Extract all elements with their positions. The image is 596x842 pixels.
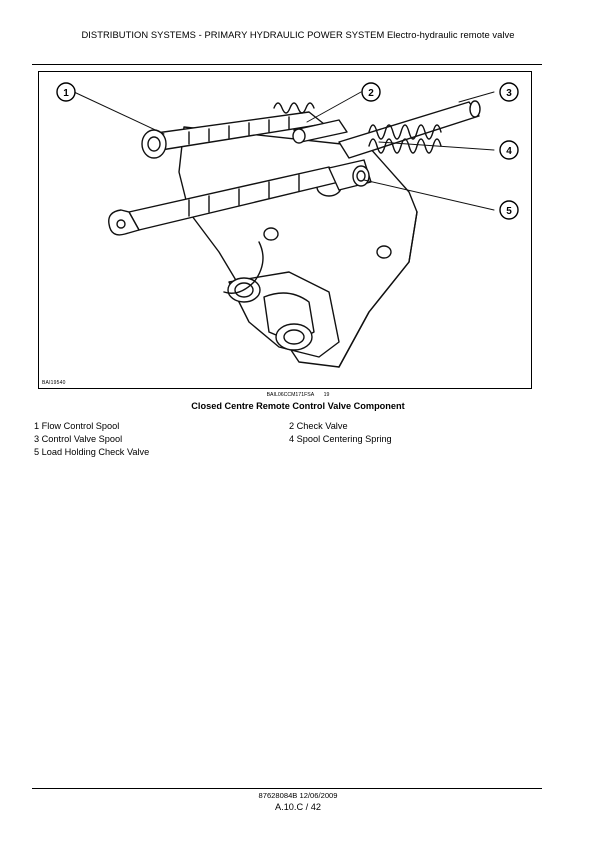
callout-5: 5 (506, 206, 512, 217)
header-divider (32, 64, 542, 65)
legend-item: 4 Spool Centering Spring (289, 434, 392, 444)
footer-page-number: A.10.C / 42 (275, 802, 321, 812)
figure-number: 19 (323, 392, 330, 398)
legend-item: 3 Control Valve Spool (34, 434, 123, 444)
figure-caption: Closed Centre Remote Control Valve Compo… (191, 401, 405, 411)
figure-reference: BAIL06CCM171FSA 19 (0, 392, 596, 398)
callout-2: 2 (368, 88, 374, 99)
legend-item: 5 Load Holding Check Valve (34, 447, 150, 457)
callout-4: 4 (506, 146, 512, 157)
callout-3: 3 (506, 88, 512, 99)
page-header-title: DISTRIBUTION SYSTEMS - PRIMARY HYDRAULIC… (81, 29, 515, 40)
valve-illustration: 1 2 3 4 5 BAI19540 (38, 71, 532, 389)
footer-document-id: 87628084B 12/06/2009 (258, 791, 338, 800)
legend-left-column: 1 Flow Control Spool 3 Control Valve Spo… (34, 420, 149, 459)
callout-group: 1 2 3 4 5 (56, 82, 519, 220)
callout-1: 1 (63, 88, 69, 99)
valve-drawing: 1 2 3 4 5 (56, 82, 519, 368)
legend-item: 2 Check Valve (289, 421, 348, 431)
figure-corner-code: BAI19540 (42, 380, 66, 386)
figure-code: BAIL06CCM171FSA (266, 392, 315, 398)
legend-right-column: 2 Check Valve 4 Spool Centering Spring (289, 420, 392, 446)
legend-item: 1 Flow Control Spool (34, 421, 120, 431)
footer-divider (32, 788, 542, 789)
